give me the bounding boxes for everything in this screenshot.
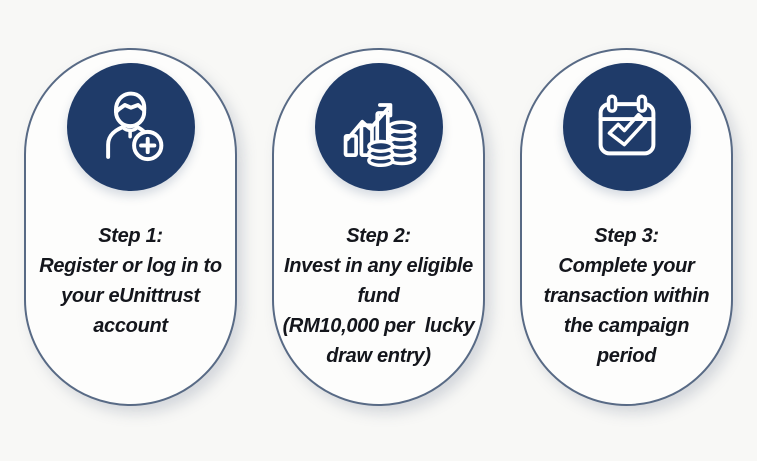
step-3-line-5: period: [596, 345, 657, 367]
step-2-line-4: (RM10,000 per lucky: [282, 315, 475, 337]
calendar-check-icon: [598, 94, 655, 156]
step-2-line-2: Invest in any eligible: [283, 255, 473, 277]
add-user-icon: [105, 91, 163, 162]
step-3-line-4: the campaign: [563, 315, 690, 337]
step-3-icon-circle: [562, 63, 691, 191]
investment-growth-icon: [343, 103, 416, 168]
step-1-line-1: Step 1:: [98, 225, 163, 247]
cards-row: Step 1: Register or log in to your eUnit…: [0, 48, 757, 406]
step-2-icon-circle: [314, 63, 443, 191]
step-1-line-4: account: [93, 315, 168, 337]
step-card-2: Step 2: Invest in any eligible fund (RM1…: [272, 48, 485, 406]
step-3-line-1: Step 3:: [594, 225, 659, 247]
step-card-3: Step 3: Complete your transaction within…: [520, 48, 733, 406]
step-2-line-3: fund: [357, 285, 400, 307]
step-2-line-1: Step 2:: [346, 225, 411, 247]
step-1-line-3: your eUnittrust: [61, 285, 200, 307]
step-3-line-2: Complete your: [558, 255, 695, 277]
step-1-icon-circle: [66, 63, 195, 191]
step-card-1: Step 1: Register or log in to your eUnit…: [24, 48, 237, 406]
step-2-text: Step 2: Invest in any eligible fund (RM1…: [283, 221, 475, 371]
step-1-line-2: Register or log in to: [39, 255, 222, 277]
step-2-line-5: draw entry): [326, 345, 431, 367]
step-3-text: Step 3: Complete your transaction within…: [544, 221, 710, 371]
step-1-text: Step 1: Register or log in to your eUnit…: [39, 221, 222, 341]
step-3-line-3: transaction within: [543, 285, 710, 307]
